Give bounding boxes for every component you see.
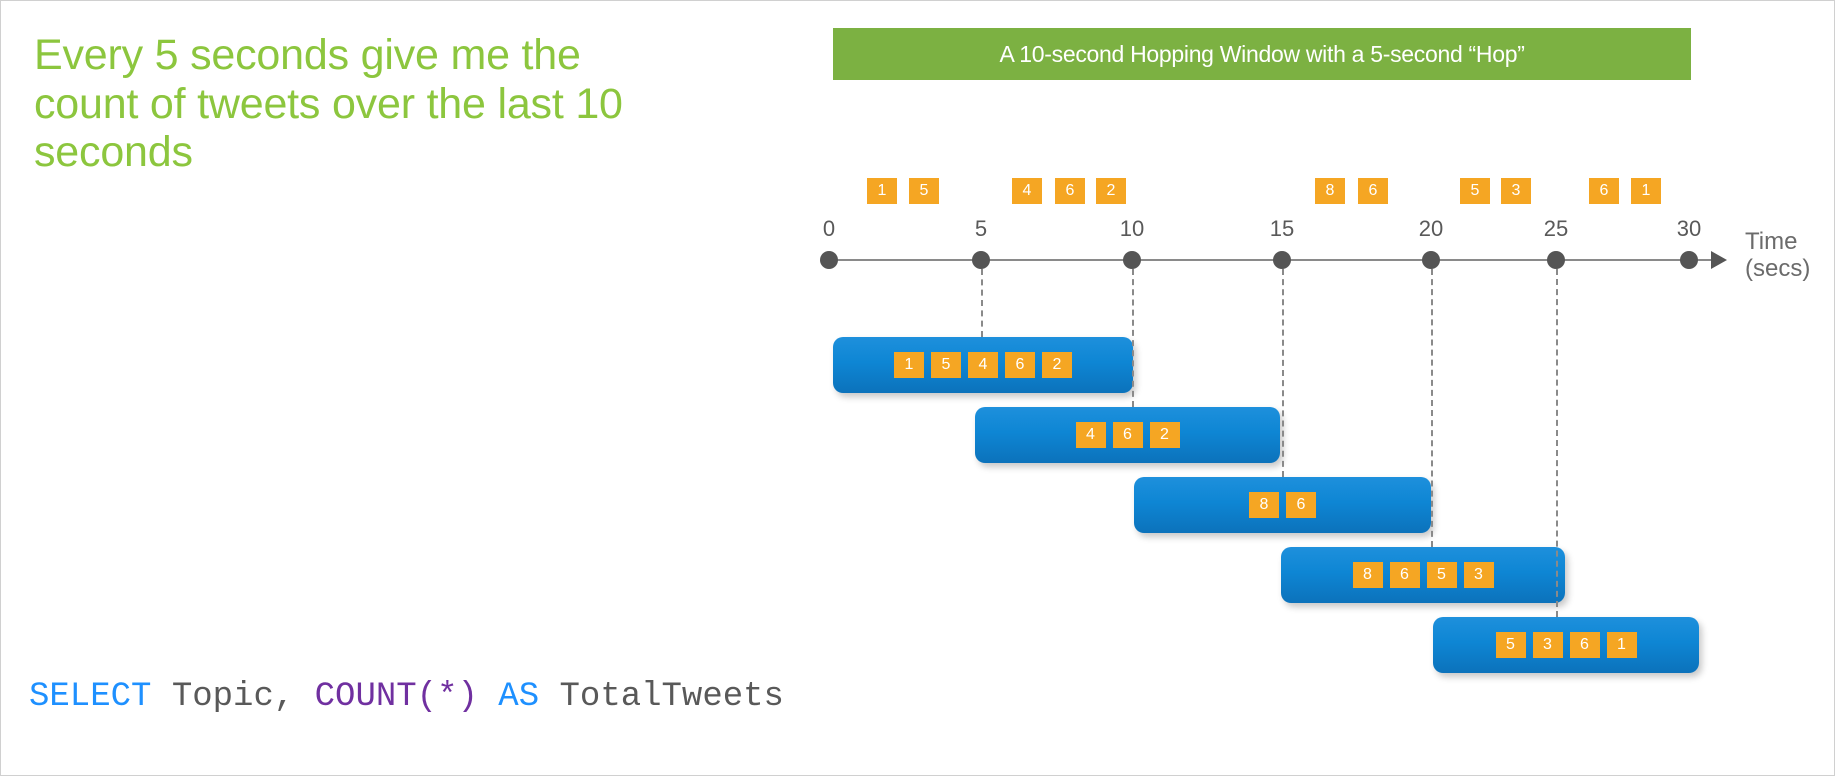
time-axis-line	[829, 259, 1713, 261]
event-badge: 1	[867, 178, 897, 204]
window-event-badge: 3	[1532, 632, 1563, 658]
event-badge: 1	[1631, 178, 1661, 204]
banner-title: A 10-second Hopping Window with a 5-seco…	[999, 40, 1525, 67]
sql-token: COUNT(*)	[314, 678, 478, 717]
window-event-badge: 5	[1426, 562, 1457, 588]
window-event-badge: 8	[1249, 492, 1279, 518]
window-drop-line	[1431, 269, 1433, 547]
sql-line-1: SELECT Topic, COUNT(*) AS TotalTweets	[29, 674, 947, 722]
sql-token	[478, 678, 498, 716]
sql-token	[539, 678, 559, 716]
banner: A 10-second Hopping Window with a 5-seco…	[833, 28, 1691, 80]
window-event-badge: 6	[1005, 352, 1035, 378]
window-event-badge: 4	[968, 352, 998, 378]
axis-caption-line2: (secs)	[1745, 254, 1811, 282]
window-event-badge: 4	[1075, 422, 1106, 448]
window-drop-line	[1282, 269, 1284, 477]
axis-tick-dot	[1547, 251, 1565, 269]
axis-tick-dot	[1123, 251, 1141, 269]
window-event-badge: 2	[1042, 352, 1072, 378]
window-event-badge: 6	[1286, 492, 1316, 518]
window-event-badge: 5	[931, 352, 961, 378]
window-event-badge: 8	[1352, 562, 1383, 588]
axis-tick-label: 5	[974, 216, 988, 241]
axis-tick-dot	[972, 251, 990, 269]
page-title: Every 5 seconds give me the count of twe…	[34, 31, 623, 177]
axis-caption: Time(secs)	[1745, 228, 1811, 283]
window-drop-line	[981, 269, 983, 337]
event-badge: 6	[1358, 178, 1388, 204]
sql-token	[151, 678, 171, 716]
sql-query: SELECT Topic, COUNT(*) AS TotalTweets FR…	[29, 579, 947, 775]
event-badge: 5	[909, 178, 939, 204]
axis-tick-dot	[1680, 251, 1698, 269]
axis-tick-label: 20	[1418, 216, 1444, 241]
window-event-badge: 6	[1112, 422, 1143, 448]
window-event-badge: 1	[894, 352, 924, 378]
axis-tick-label: 30	[1676, 216, 1702, 241]
sql-token: TotalTweets	[559, 678, 784, 717]
sql-token: SELECT	[29, 678, 152, 717]
axis-caption-line1: Time	[1745, 228, 1798, 255]
sql-token: Topic,	[171, 678, 295, 717]
event-badge: 5	[1460, 178, 1490, 204]
window-drop-line	[1556, 269, 1558, 617]
window-event-badge: 1	[1606, 632, 1637, 658]
window-event-badge: 5	[1495, 632, 1526, 658]
axis-tick-label: 25	[1543, 216, 1569, 241]
axis-arrow-icon	[1711, 251, 1727, 269]
event-badge: 8	[1315, 178, 1345, 204]
axis-tick-dot	[820, 251, 838, 269]
window-drop-line	[1132, 269, 1134, 407]
event-badge: 6	[1055, 178, 1085, 204]
axis-tick-label: 0	[822, 216, 836, 241]
window-event-badge: 2	[1149, 422, 1180, 448]
window-event-badge: 3	[1463, 562, 1494, 588]
axis-tick-label: 15	[1269, 216, 1295, 241]
axis-tick-dot	[1273, 251, 1291, 269]
event-badge: 6	[1589, 178, 1619, 204]
window-event-badge: 6	[1569, 632, 1600, 658]
event-badge: 4	[1012, 178, 1042, 204]
event-badge: 2	[1096, 178, 1126, 204]
sql-token	[294, 678, 314, 716]
sql-token: AS	[498, 678, 540, 717]
event-badge: 3	[1501, 178, 1531, 204]
axis-tick-label: 10	[1119, 216, 1145, 241]
window-event-badge: 6	[1389, 562, 1420, 588]
axis-tick-dot	[1422, 251, 1440, 269]
